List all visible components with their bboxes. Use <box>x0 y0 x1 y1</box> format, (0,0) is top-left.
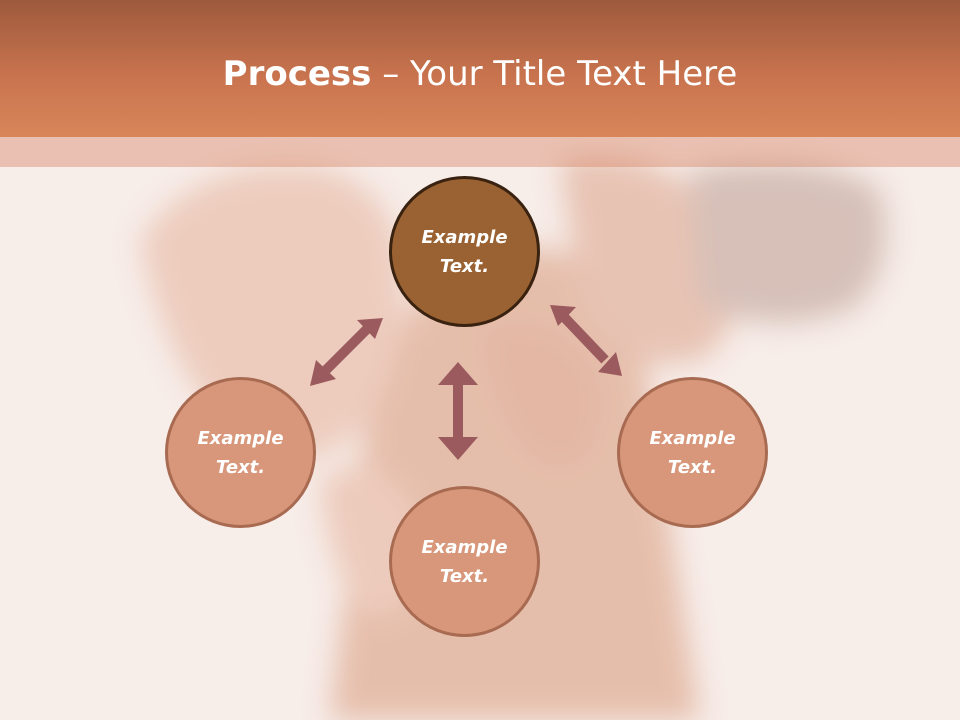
node-top-line2: Text. <box>439 255 490 277</box>
node-right-line1: Example <box>649 427 736 449</box>
node-left-line2: Text. <box>215 456 266 478</box>
node-right-line2: Text. <box>667 456 718 478</box>
right-diagonal-double-arrow <box>550 305 622 376</box>
title-separator: – <box>371 54 411 94</box>
title-bold: Process <box>222 54 372 94</box>
slide-title: Process – Your Title Text Here <box>0 50 960 98</box>
node-bottom-line1: Example <box>421 536 508 558</box>
node-left-line1: Example <box>197 427 284 449</box>
title-bar-shadow-band <box>0 137 960 167</box>
title-text: Your Title Text Here <box>410 54 738 94</box>
process-node-bottom[interactable]: Example Text. <box>389 486 540 637</box>
title-bar <box>0 0 960 137</box>
node-bottom-line2: Text. <box>439 565 490 587</box>
process-node-left[interactable]: Example Text. <box>165 377 316 528</box>
process-node-right[interactable]: Example Text. <box>617 377 768 528</box>
left-diagonal-double-arrow <box>310 318 383 386</box>
process-node-top[interactable]: Example Text. <box>389 176 540 327</box>
vertical-double-arrow <box>438 362 478 460</box>
node-top-line1: Example <box>421 226 508 248</box>
